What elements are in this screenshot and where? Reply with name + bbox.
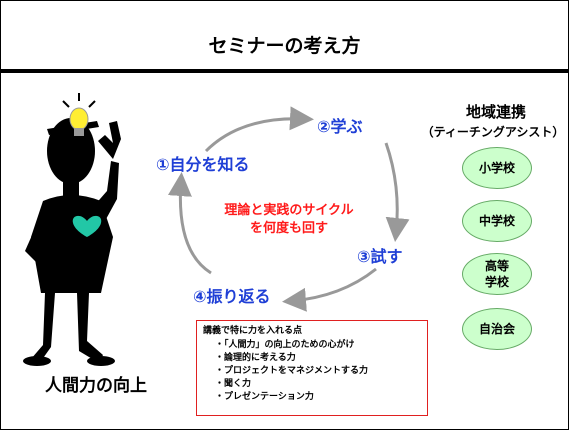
step-know-self: ①自分を知る [156, 155, 250, 174]
figure-caption: 人間力の向上 [45, 376, 147, 396]
notes-item: ・論理的に考える力 [215, 353, 296, 363]
lightbulb-icon [62, 93, 96, 136]
region-item-elementary: 小学校 [462, 147, 532, 189]
notes-box: 講義で特に力を入れる点 ・「人間力」の向上のための心がけ ・論理的に考える力 ・… [196, 320, 428, 416]
notes-heading: 講義で特に力を入れる点 [203, 326, 303, 336]
step-reflect: ④振り返る [193, 287, 271, 306]
notes-item: ・「人間力」の向上のための心がけ [215, 340, 355, 350]
slide-title: セミナーの考え方 [208, 35, 361, 57]
arrow-know-to-learn [204, 106, 314, 153]
title-divider [1, 69, 568, 73]
region-subtitle: （ティーチングアシスト） [421, 125, 565, 139]
region-item-neighborhood: 自治会 [462, 308, 532, 350]
step-try: ③試す [357, 247, 403, 266]
cycle-center-line-2: を何度も回す [249, 221, 328, 236]
cycle-center-line-1: 理論と実践のサイクル [224, 203, 354, 218]
thinking-person-icon [23, 118, 121, 366]
region-item-high-school: 高等 学校 [462, 253, 532, 295]
notes-item: ・聞く力 [215, 379, 252, 389]
cycle-center-text: 理論と実践のサイクル を何度も回す [201, 202, 377, 238]
region-title: 地域連携 [465, 103, 526, 121]
cycle-arrows [167, 106, 410, 312]
notes-item: ・プロジェクトをマネジメントする力 [215, 366, 369, 376]
arrow-reflect-to-know [167, 172, 212, 275]
step-learn: ②学ぶ [317, 117, 363, 136]
notes-item: ・プレゼンテーション力 [215, 392, 314, 402]
arrow-learn-to-try [384, 142, 410, 242]
arrow-try-to-reflect [282, 267, 377, 312]
region-item-junior-high: 中学校 [462, 200, 532, 242]
heart-icon [72, 215, 102, 237]
